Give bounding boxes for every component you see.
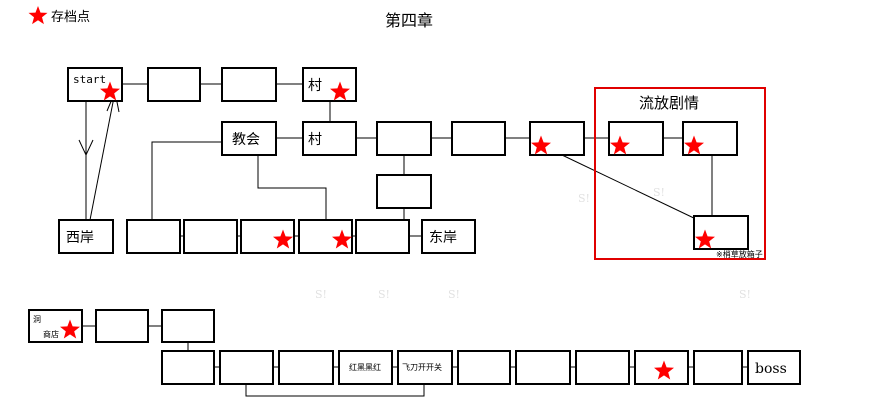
node-east-shore-label: 东岸	[429, 230, 457, 246]
save-point-star-icon	[330, 81, 350, 101]
node-fly-blade[interactable]	[397, 350, 453, 385]
node-east-shore[interactable]	[421, 219, 476, 254]
node-west-shore[interactable]	[58, 219, 114, 254]
node[interactable]	[278, 350, 334, 385]
page-title: 第四章	[385, 11, 433, 30]
exile-story-region	[594, 87, 766, 260]
watermark: S!	[315, 288, 327, 301]
edge	[245, 384, 425, 397]
save-point-star-icon	[273, 229, 293, 249]
node[interactable]	[693, 350, 743, 385]
node[interactable]	[575, 350, 630, 385]
red-star-icon	[28, 6, 48, 25]
chest-note: ※梢草放箱子	[716, 249, 763, 259]
node[interactable]	[376, 174, 432, 209]
edge	[561, 154, 699, 221]
node[interactable]	[451, 121, 506, 156]
node-shop[interactable]	[28, 309, 83, 343]
region-title: 流放剧情	[639, 94, 699, 112]
node[interactable]	[376, 121, 432, 156]
save-points	[60, 81, 715, 380]
watermark: S!	[448, 288, 460, 301]
node-west-shore-label: 西岸	[66, 230, 94, 246]
node-shop-label-bottom: 商店	[43, 329, 59, 339]
node-shop-label-top: 洞	[33, 314, 41, 324]
watermark: S!	[578, 192, 590, 205]
node-boss-label: boss	[755, 361, 787, 377]
save-point-star-icon	[695, 229, 715, 249]
save-point-star-icon	[531, 135, 551, 155]
node[interactable]	[219, 350, 274, 385]
legend-label: 存档点	[51, 10, 90, 25]
node-village-1[interactable]	[302, 67, 357, 102]
node[interactable]	[161, 309, 215, 343]
nodes: start 村 教会 村 ※梢草放箱子 西岸 东岸 洞 商店	[28, 67, 801, 385]
node[interactable]	[355, 219, 410, 254]
node[interactable]	[126, 219, 181, 254]
node-fly-blade-label: 飞刀开开关	[402, 362, 442, 372]
node[interactable]	[183, 219, 238, 254]
save-point-star-icon	[332, 229, 352, 249]
watermark: S!	[378, 288, 390, 301]
save-point-star-icon	[610, 135, 630, 155]
node-church[interactable]	[221, 121, 277, 156]
node[interactable]	[147, 67, 201, 102]
node-village-1-label: 村	[308, 78, 322, 94]
node-red-black-label: 红黑黑红	[349, 362, 381, 372]
edge	[89, 91, 116, 221]
node-village-2-label: 村	[308, 132, 322, 148]
edge	[257, 155, 327, 220]
arrow-down-icon	[78, 139, 94, 157]
edge	[151, 141, 222, 220]
node[interactable]	[515, 350, 571, 385]
node[interactable]	[457, 350, 511, 385]
node[interactable]	[95, 309, 149, 343]
node[interactable]	[221, 67, 277, 102]
node-boss[interactable]	[747, 350, 801, 385]
save-point-star-icon	[684, 135, 704, 155]
node-village-2[interactable]	[302, 121, 357, 156]
node[interactable]	[161, 350, 215, 385]
watermark: S!	[653, 186, 665, 199]
watermark: S!	[739, 288, 751, 301]
node-church-label: 教会	[232, 132, 260, 148]
save-point-star-icon	[60, 319, 80, 339]
save-point-star-icon	[654, 360, 674, 380]
save-point-star-icon	[100, 81, 120, 101]
node-start-label: start	[73, 73, 106, 86]
node-red-black[interactable]	[338, 350, 393, 385]
